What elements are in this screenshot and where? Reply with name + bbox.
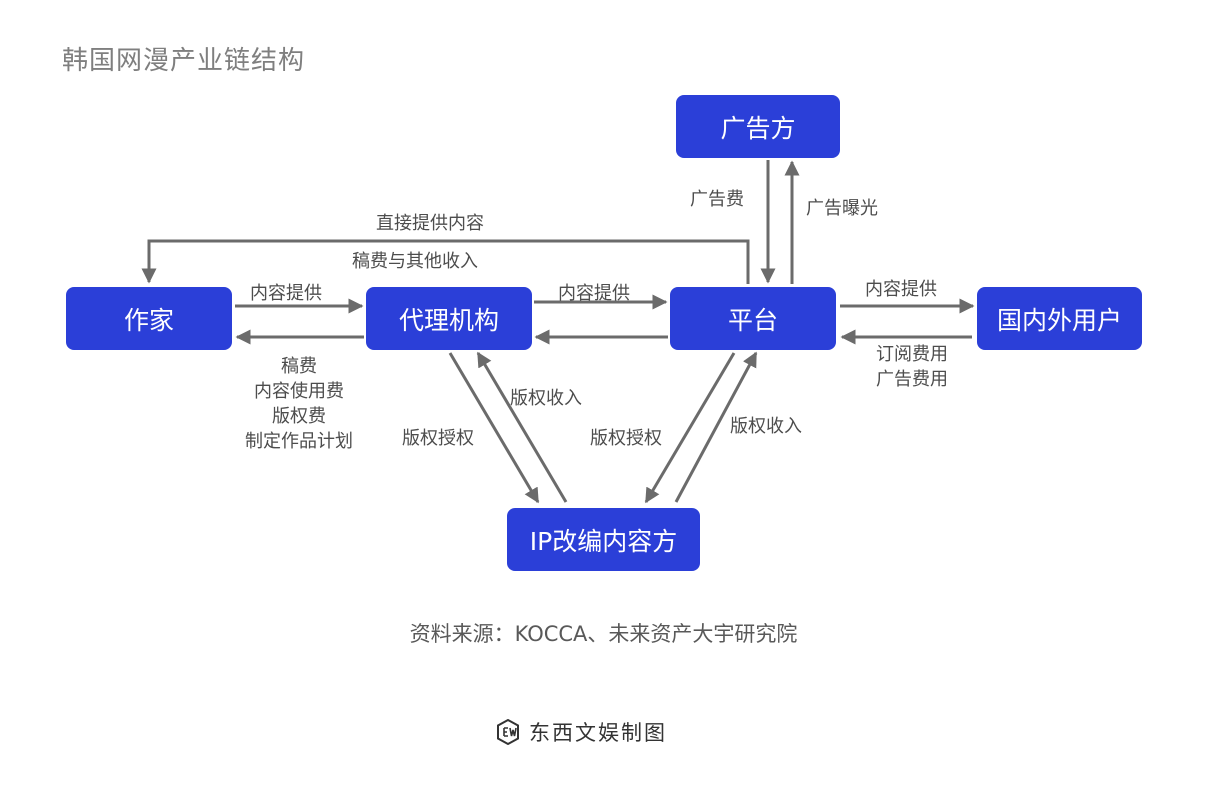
label-platform-income: 版权收入	[730, 416, 802, 437]
label-agency-to-author-line-3: 版权费	[272, 406, 326, 427]
arrow-ip-to-platform	[674, 351, 758, 503]
label-platform-to-users: 内容提供	[865, 279, 937, 300]
label-agency-income: 版权收入	[510, 388, 582, 409]
label-users-to-platform-line-1: 订阅费用	[876, 344, 948, 365]
label-agency-license: 版权授权	[402, 428, 474, 449]
arrow-ip-to-agency	[476, 351, 568, 503]
label-agency-to-author: 稿费 内容使用费 版权费 制定作品计划	[226, 354, 372, 454]
brand-logo-icon	[497, 719, 519, 745]
node-ip: IP改编内容方	[507, 508, 700, 571]
node-advertiser: 广告方	[676, 95, 840, 158]
label-ad-fee: 广告费	[690, 189, 744, 210]
label-author-to-agency: 内容提供	[250, 283, 322, 304]
arrow-platform-to-ip	[644, 352, 736, 504]
label-agency-to-author-line-4: 制定作品计划	[245, 431, 353, 452]
brand-text: 东西文娱制图	[529, 721, 667, 745]
label-agency-to-author-line-1: 稿费	[281, 356, 317, 377]
label-users-to-platform-line-2: 广告费用	[876, 369, 948, 390]
node-users: 国内外用户	[977, 287, 1142, 350]
arrow-platform-to-author-direct	[141, 239, 750, 284]
node-platform: 平台	[670, 287, 836, 350]
node-author: 作家	[66, 287, 232, 350]
source-note: 资料来源：KOCCA、未来资产大宇研究院	[409, 622, 798, 646]
label-direct-content: 直接提供内容	[376, 213, 484, 234]
label-agency-to-author-line-2: 内容使用费	[254, 381, 344, 402]
node-agency: 代理机构	[366, 287, 532, 350]
label-users-to-platform: 订阅费用 广告费用	[860, 342, 964, 392]
arrow-agency-to-ip	[448, 352, 540, 504]
label-agency-to-platform: 内容提供	[558, 283, 630, 304]
label-platform-license: 版权授权	[590, 428, 662, 449]
label-ad-exposure: 广告曝光	[806, 198, 878, 219]
diagram-title: 韩国网漫产业链结构	[62, 46, 306, 76]
brand: 东西文娱制图	[497, 717, 667, 747]
label-manuscript-fee-other: 稿费与其他收入	[352, 251, 478, 272]
